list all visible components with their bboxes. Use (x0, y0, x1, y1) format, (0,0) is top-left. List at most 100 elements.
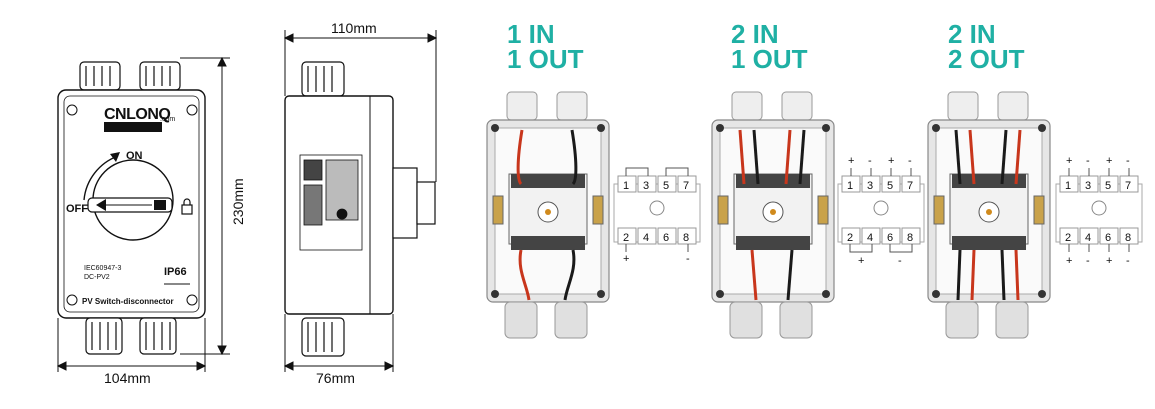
wire (968, 129, 976, 185)
terminal-row-bottom (736, 236, 810, 250)
terminal-cell-top (657, 175, 677, 193)
diagram-hole (649, 200, 665, 216)
config-2-line1: 2 IN (731, 19, 779, 49)
screw (716, 290, 724, 298)
red-wire (518, 249, 531, 301)
terminal-label-top: 5 (663, 180, 669, 192)
polarity-bottom: - (1086, 255, 1090, 267)
polarity-minus: - (686, 253, 690, 265)
side-mount (717, 195, 729, 225)
polarity-top: - (908, 155, 912, 167)
config-2-line2: 1 OUT (731, 44, 808, 74)
wire (798, 129, 806, 185)
side-top-gland (301, 61, 345, 97)
top-gland (781, 91, 813, 121)
terminal-row-bottom (952, 236, 1026, 250)
terminal-label-bottom: 2 (1065, 232, 1071, 244)
internal-box-3 (927, 91, 1051, 339)
wire (1014, 249, 1020, 301)
config-2-title: 2 IN 1 OUT (731, 19, 808, 74)
terminal-label-bottom: 2 (623, 232, 629, 244)
wire (752, 129, 760, 185)
side-mount (817, 195, 829, 225)
screw (597, 290, 605, 298)
standard-1: IEC60947-3 (84, 265, 122, 272)
side-dimension-lines (283, 30, 438, 372)
polarity-top: - (868, 155, 872, 167)
top-gland (947, 91, 979, 121)
terminal-label-bottom: 6 (663, 232, 669, 244)
internal-box-1 (486, 91, 610, 339)
terminal-label-top: 5 (887, 180, 893, 192)
standard-2: DC-PV2 (84, 274, 110, 281)
terminal-label-top: 3 (1085, 180, 1091, 192)
internal-box-2 (711, 91, 835, 339)
wire (786, 249, 794, 301)
config-3-title: 2 IN 2 OUT (948, 21, 1025, 74)
terminal-row-top (736, 174, 810, 188)
ip-rating: IP66 (164, 266, 187, 278)
config-1-title: 1 IN 1 OUT (507, 19, 584, 74)
terminal-label-bottom: 6 (1105, 232, 1111, 244)
wire (970, 249, 976, 301)
config-1-line2: 1 OUT (507, 44, 584, 74)
polarity-bottom: + (1066, 255, 1072, 267)
polarity-bottom: + (1106, 255, 1112, 267)
terminal-label-bottom: 2 (847, 232, 853, 244)
terminal-label-top: 7 (1125, 180, 1131, 192)
terminal-label-top: 5 (1105, 180, 1111, 192)
terminal-cell-bottom (617, 227, 637, 245)
screw (597, 124, 605, 132)
wire (1000, 249, 1006, 301)
screw (491, 290, 499, 298)
black-wire (563, 249, 576, 301)
config-3-line2: 2 OUT (948, 44, 1025, 74)
terminal-label-top: 1 (847, 180, 853, 192)
terminal-label-top: 7 (907, 180, 913, 192)
front-bottom-glands (85, 317, 177, 355)
rotor-center (545, 209, 551, 215)
terminal-label-top: 7 (683, 180, 689, 192)
screw (932, 124, 940, 132)
wire (750, 249, 758, 301)
side-bottom-gland (301, 317, 345, 357)
terminal-label-top: 1 (1065, 180, 1071, 192)
polarity-top: + (888, 155, 894, 167)
front-screws (66, 104, 198, 306)
side-mount (592, 195, 604, 225)
polarity-top: - (1086, 155, 1090, 167)
terminal-row-top (952, 174, 1026, 188)
wire (738, 129, 746, 185)
dim-110mm: 110mm (331, 20, 377, 36)
polarity-plus: + (858, 255, 864, 267)
bridge-bottom (849, 244, 873, 253)
wire (956, 249, 962, 301)
bridge-bottom (889, 244, 913, 253)
red-wire (516, 129, 524, 186)
polarity-top: - (1126, 155, 1130, 167)
bridge (625, 167, 649, 176)
polarity-minus: - (898, 255, 902, 267)
screw (716, 124, 724, 132)
terminal-cell-bottom (901, 227, 921, 245)
brand-name: CNLONQ (104, 106, 171, 123)
bottom-gland (729, 301, 763, 339)
lock-icon (181, 198, 193, 215)
side-mount (933, 195, 945, 225)
terminal-row-top (511, 174, 585, 188)
brand-bar (104, 122, 162, 132)
wire (1000, 129, 1008, 185)
rotary-knob (83, 152, 174, 241)
rotor-center (986, 209, 992, 215)
diagram-hole (1091, 200, 1107, 216)
footer-label: PV Switch-disconnector (82, 297, 174, 306)
terminal-row-bottom (511, 236, 585, 250)
bottom-gland (554, 301, 588, 339)
config-1-line1: 1 IN (507, 19, 555, 49)
bridge (665, 167, 689, 176)
wire (1014, 129, 1022, 185)
polarity-top: + (848, 155, 854, 167)
terminal-label-top: 1 (623, 180, 629, 192)
